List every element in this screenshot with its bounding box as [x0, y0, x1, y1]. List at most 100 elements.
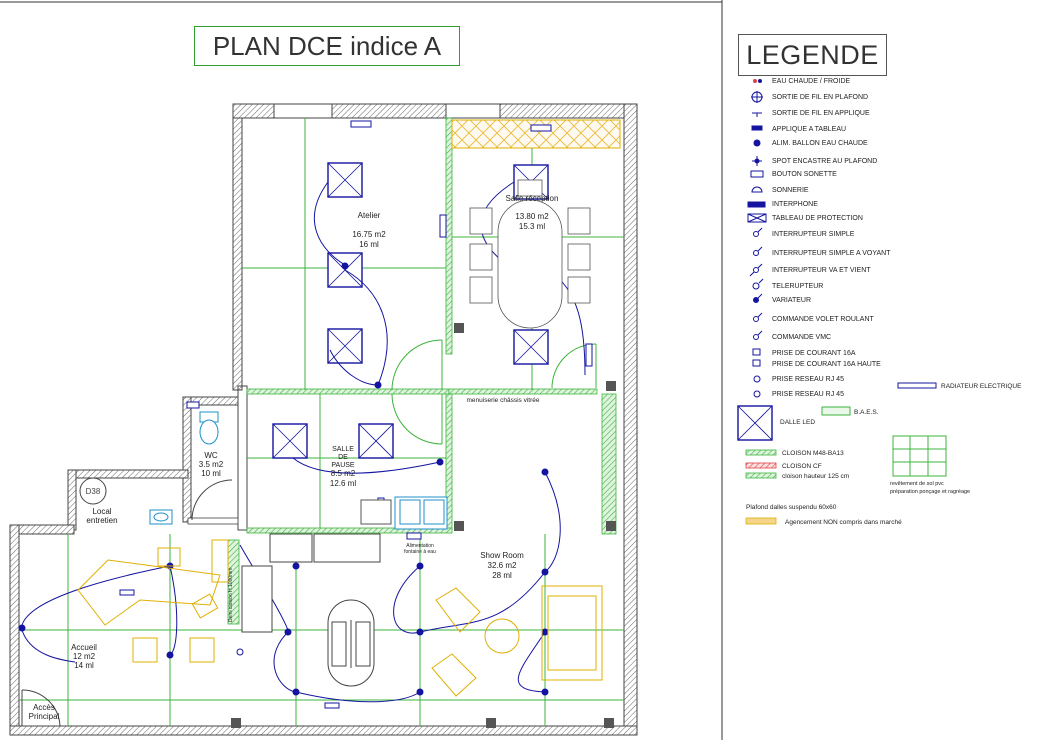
water-heater: D38 — [79, 477, 107, 505]
reception-perimeter: 15.3 ml — [519, 222, 545, 231]
pause-perimeter: 12.6 ml — [330, 479, 356, 488]
legend-item-label: INTERRUPTEUR SIMPLE A VOYANT — [772, 250, 891, 257]
legend-item-label: INTERRUPTEUR SIMPLE — [772, 231, 855, 238]
vmc-control-icon — [753, 330, 763, 340]
baes-icon — [821, 406, 851, 416]
legend-item-label: PRISE RESEAU RJ 45 — [772, 391, 844, 398]
shutter-control-icon — [753, 312, 763, 322]
legend-symbols — [737, 79, 851, 441]
pause-area: 8.5 m2 — [331, 469, 356, 478]
floor-pvc-swatch — [892, 435, 947, 477]
local-name-2: entretien — [86, 516, 117, 525]
kitchen-sink — [360, 496, 448, 530]
legend-ceiling-label: Plafond dalles suspendu 60x60 — [746, 504, 837, 511]
legend-item-label: COMMANDE VMC — [772, 334, 832, 341]
legend-led-label: DALLE LED — [780, 419, 815, 426]
legend-item-label: PRISE DE COURANT 16A — [772, 350, 856, 357]
cloison-m48-swatch — [745, 449, 777, 456]
legend-item-label: SPOT ENCASTRE AU PLAFOND — [772, 158, 878, 165]
led-panels — [272, 162, 549, 459]
showroom-perimeter: 28 ml — [492, 571, 512, 580]
legend-item-label: PRISE DE COURANT 16A HAUTE — [772, 361, 881, 368]
plan-title: PLAN DCE indice A — [194, 26, 460, 66]
legend-agencement-label: Agencement NON compris dans marché — [785, 519, 902, 526]
acces-name-1: Accès — [33, 703, 55, 712]
socket-16a-icon — [752, 348, 761, 356]
remote-switch-icon — [752, 278, 764, 290]
legend-partition-swatches — [745, 435, 947, 525]
socket-16a-high-icon — [752, 359, 761, 367]
board-wall-light-icon — [751, 125, 763, 131]
wc-area: 3.5 m2 — [199, 460, 224, 469]
legend-baes-label: B.A.E.S. — [854, 409, 879, 416]
alimentation-note-1: Alimentation — [406, 543, 434, 549]
reception-desk — [77, 539, 229, 663]
accueil-perimeter: 14 ml — [74, 661, 94, 670]
water-heater-supply-icon — [753, 139, 761, 147]
wc-perimeter: 10 ml — [201, 469, 221, 478]
rj45-socket-alt-icon — [753, 390, 761, 398]
wall-wire-outlet-icon — [752, 112, 762, 117]
pause-name-2: DE — [338, 454, 348, 461]
showroom-furniture — [241, 533, 381, 687]
recessed-spot-icon — [752, 156, 762, 166]
exterior-walls — [9, 103, 638, 736]
protection-panel-icon — [747, 213, 767, 223]
legend-item-label: APPLIQUE A TABLEAU — [772, 126, 847, 133]
reception-name: Salle réception — [506, 194, 559, 203]
legend-item-label: ALIM. BALLON EAU CHAUDE — [772, 140, 868, 147]
wc-name: WC — [204, 451, 218, 460]
legend-item-label: SONNERIE — [772, 187, 809, 194]
legend-item-label: COMMANDE VOLET ROULANT — [772, 316, 874, 323]
ceiling-grid — [19, 118, 624, 726]
legend-cloison-125-label: cloison hauteur 125 cm — [782, 473, 849, 480]
bell-icon — [751, 186, 763, 193]
wc-fixture — [199, 411, 219, 445]
showroom-area: 32.6 m2 — [488, 561, 517, 570]
acces-name-2: Principal — [29, 712, 60, 721]
legend-cloison-cf-label: CLOISON CF — [782, 463, 822, 470]
legend-item-label: SORTIE DE FIL EN PLAFOND — [772, 94, 869, 101]
legend-radiator-label: RADIATEUR ELECTRIQUE — [941, 383, 1022, 390]
accueil-area: 12 m2 — [73, 652, 96, 661]
legend-item-label: INTERRUPTEUR VA ET VIENT — [772, 267, 871, 274]
intercom-icon — [747, 201, 766, 208]
local-name-1: Local — [92, 507, 111, 516]
room-labels: Atelier 16.75 m2 16 ml Salle réception 1… — [29, 194, 559, 721]
rj45-socket-icon — [753, 375, 761, 383]
legend-item-label: PRISE RESEAU RJ 45 — [772, 376, 844, 383]
svg-text:D38: D38 — [86, 487, 101, 496]
two-way-switch-icon — [749, 263, 763, 277]
showroom-name: Show Room — [480, 551, 524, 560]
led-panel-icon — [737, 405, 773, 441]
legend-item-label: TABLEAU DE PROTECTION — [772, 215, 863, 222]
pause-name-1: SALLE — [332, 446, 354, 453]
doorbell-button-icon — [750, 170, 764, 178]
washbasin — [149, 509, 173, 525]
legend-cloison-m48-label: CLOISON M48-BA13 — [782, 450, 844, 457]
showroom-seating — [431, 585, 603, 697]
legend-item-label: BOUTON SONETTE — [772, 171, 837, 178]
legend-item-label: TELERUPTEUR — [772, 283, 824, 290]
legend-item-label: INTERPHONE — [772, 201, 818, 208]
menuiserie-note: menuiserie châssis vitrée — [467, 397, 540, 404]
legend-item-label: VARIATEUR — [772, 297, 812, 304]
atelier-area: 16.75 m2 — [352, 230, 386, 239]
indicator-switch-icon — [753, 246, 763, 256]
electrical-symbols — [18, 120, 937, 709]
agencement-swatch — [745, 517, 777, 525]
legend-labels: RADIATEUR ELECTRIQUE DALLE LED B.A.E.S. … — [746, 383, 1022, 526]
legend-floor-label-2: préparation ponçage et ragréage — [890, 489, 970, 495]
legend-title: LEGENDE — [738, 34, 887, 76]
atelier-name: Atelier — [358, 211, 381, 220]
demi-cloison-note: Demi cloison H.1000mm — [228, 568, 234, 622]
atelier-perimeter: 16 ml — [359, 240, 379, 249]
alimentation-note-2: fontaine à eau — [404, 549, 436, 555]
cloison-cf-swatch — [745, 462, 777, 469]
water-hot-cold-icon — [753, 79, 762, 83]
cloison-125-swatch — [745, 472, 777, 479]
vent-blocks — [231, 323, 616, 728]
legend-floor-label-1: revêtement de sol pvc — [890, 481, 944, 487]
simple-switch-icon — [753, 227, 763, 237]
